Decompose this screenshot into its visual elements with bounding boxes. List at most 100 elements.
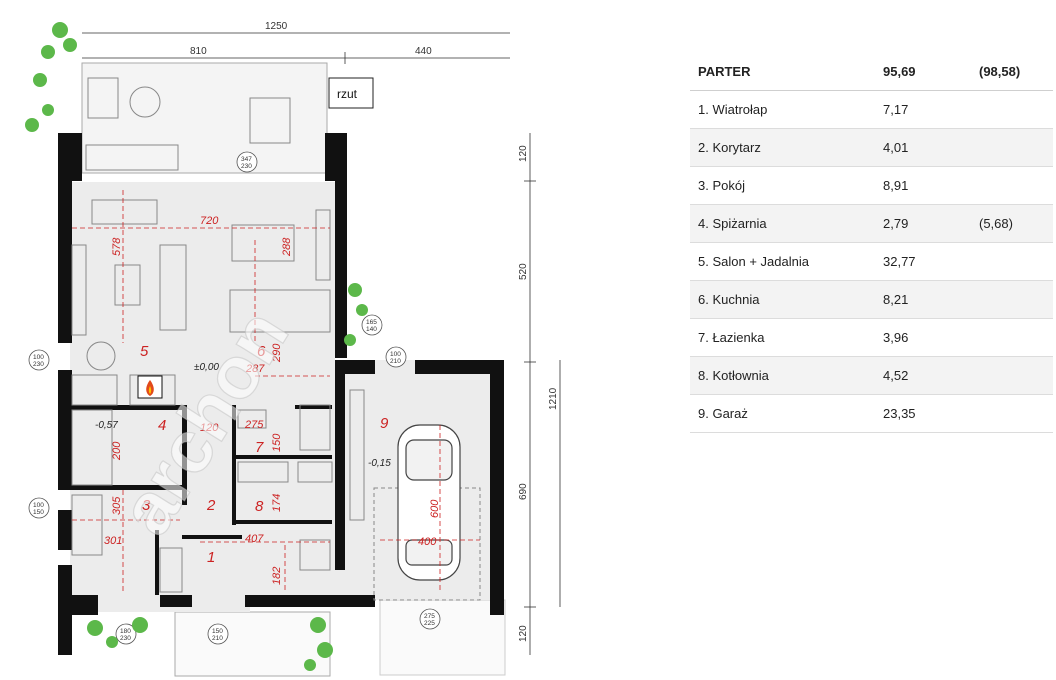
opening-5-h: 150 [33,509,44,516]
opening-6-h: 230 [120,635,131,642]
row-name: 8. Kotłownia [690,356,873,395]
row-area: 2,79 [873,204,975,243]
dim-right-d: 690 [518,483,529,500]
table-row: 3. Pokój 8,91 [690,166,1053,205]
row-name: 3. Pokój [690,166,873,205]
dim-174: 174 [271,494,283,512]
row-extra [975,318,1053,357]
driveway [379,599,506,676]
room-number-5: 5 [140,343,149,360]
opening-3-h: 210 [390,358,401,365]
row-extra [975,128,1053,167]
row-area: 8,21 [873,280,975,319]
row-extra [975,242,1053,281]
interior-floor [70,182,490,612]
opening-7-h: 210 [212,635,223,642]
row-area: 23,35 [873,394,975,433]
opening-1-h: 230 [241,163,252,170]
opening-4-w: 100 [33,354,44,361]
row-extra [975,356,1053,395]
opening-7-w: 150 [212,628,223,635]
row-area: 7,17 [873,90,975,129]
table-row: 6. Kuchnia 8,21 [690,280,1053,319]
dim-right-b: 520 [518,263,529,280]
row-extra: (5,68) [975,204,1053,243]
dim-120: 120 [200,422,219,434]
dim-top-total: 1250 [265,21,288,32]
dim-290: 290 [271,343,283,363]
dim-287: 287 [245,363,265,375]
dim-720: 720 [200,215,219,227]
row-extra [975,394,1053,433]
fireplace-icon [137,375,163,399]
car-icon [397,424,461,581]
row-name: 6. Kuchnia [690,280,873,319]
dim-305: 305 [111,496,123,515]
room-number-7: 7 [255,439,264,456]
dim-275: 275 [244,419,264,431]
header-extra: (98,58) [975,52,1053,91]
table-row: 5. Salon + Jadalnia 32,77 [690,242,1053,281]
room-number-8: 8 [255,498,264,515]
dim-top-right: 440 [415,46,432,57]
dim-182: 182 [271,567,283,585]
dim-400: 400 [418,536,437,548]
room-number-2: 2 [206,497,216,514]
dim-301: 301 [104,535,122,547]
opening-8-w: 275 [424,613,435,620]
row-extra [975,166,1053,205]
dim-200: 200 [111,441,123,461]
opening-4-h: 230 [33,361,44,368]
row-name: 5. Salon + Jadalnia [690,242,873,281]
terrace [81,62,328,174]
table-row: 9. Garaż 23,35 [690,394,1053,433]
row-area: 4,01 [873,128,975,167]
row-area: 32,77 [873,242,975,281]
row-extra [975,280,1053,319]
table-row: 2. Korytarz 4,01 [690,128,1053,167]
room-number-3: 3 [142,497,151,514]
row-name: 4. Spiżarnia [690,204,873,243]
row-area: 3,96 [873,318,975,357]
level-stairs: -0,57 [95,420,118,431]
row-name: 9. Garaż [690,394,873,433]
row-name: 2. Korytarz [690,128,873,167]
opening-2-w: 165 [366,319,377,326]
floor-plan: 1250 810 440 120 520 1210 690 120 rzut 1… [25,21,561,677]
room-number-6: 6 [257,343,266,360]
furniture [71,77,481,601]
dim-600: 600 [429,499,441,518]
level-zero: ±0,00 [194,362,219,373]
opening-3-w: 100 [390,351,401,358]
rzut-label-box [328,77,374,109]
dim-right-c: 1210 [548,387,559,410]
header-name: PARTER [690,52,873,91]
row-area: 8,91 [873,166,975,205]
row-extra [975,90,1053,129]
room-number-9: 9 [380,415,389,432]
table-header-row: PARTER 95,69 (98,58) [690,52,1053,91]
dim-407: 407 [245,533,264,545]
opening-5-w: 100 [33,502,44,509]
room-number-1: 1 [207,549,215,566]
room-area-table: PARTER 95,69 (98,58) 1. Wiatrołap 7,17 2… [690,52,1053,433]
row-area: 4,52 [873,356,975,395]
header-area: 95,69 [873,52,975,91]
level-garage: -0,15 [368,458,391,469]
row-name: 7. Łazienka [690,318,873,357]
dim-top-left: 810 [190,46,207,57]
dim-150: 150 [271,433,283,452]
room-numbers: 1 2 3 4 5 6 7 8 9 [140,343,389,566]
table-row: 7. Łazienka 3,96 [690,318,1053,357]
opening-6-w: 180 [120,628,131,635]
dim-right-e: 120 [518,625,529,642]
opening-8-h: 225 [424,620,435,627]
plant-icon [25,22,368,671]
room-number-4: 4 [158,417,166,434]
dim-288: 288 [281,237,293,257]
walls [58,133,504,655]
row-name: 1. Wiatrołap [690,90,873,129]
dim-578: 578 [111,237,123,256]
outer-dimension-lines [82,32,561,655]
inner-dimension-lines [72,190,480,592]
